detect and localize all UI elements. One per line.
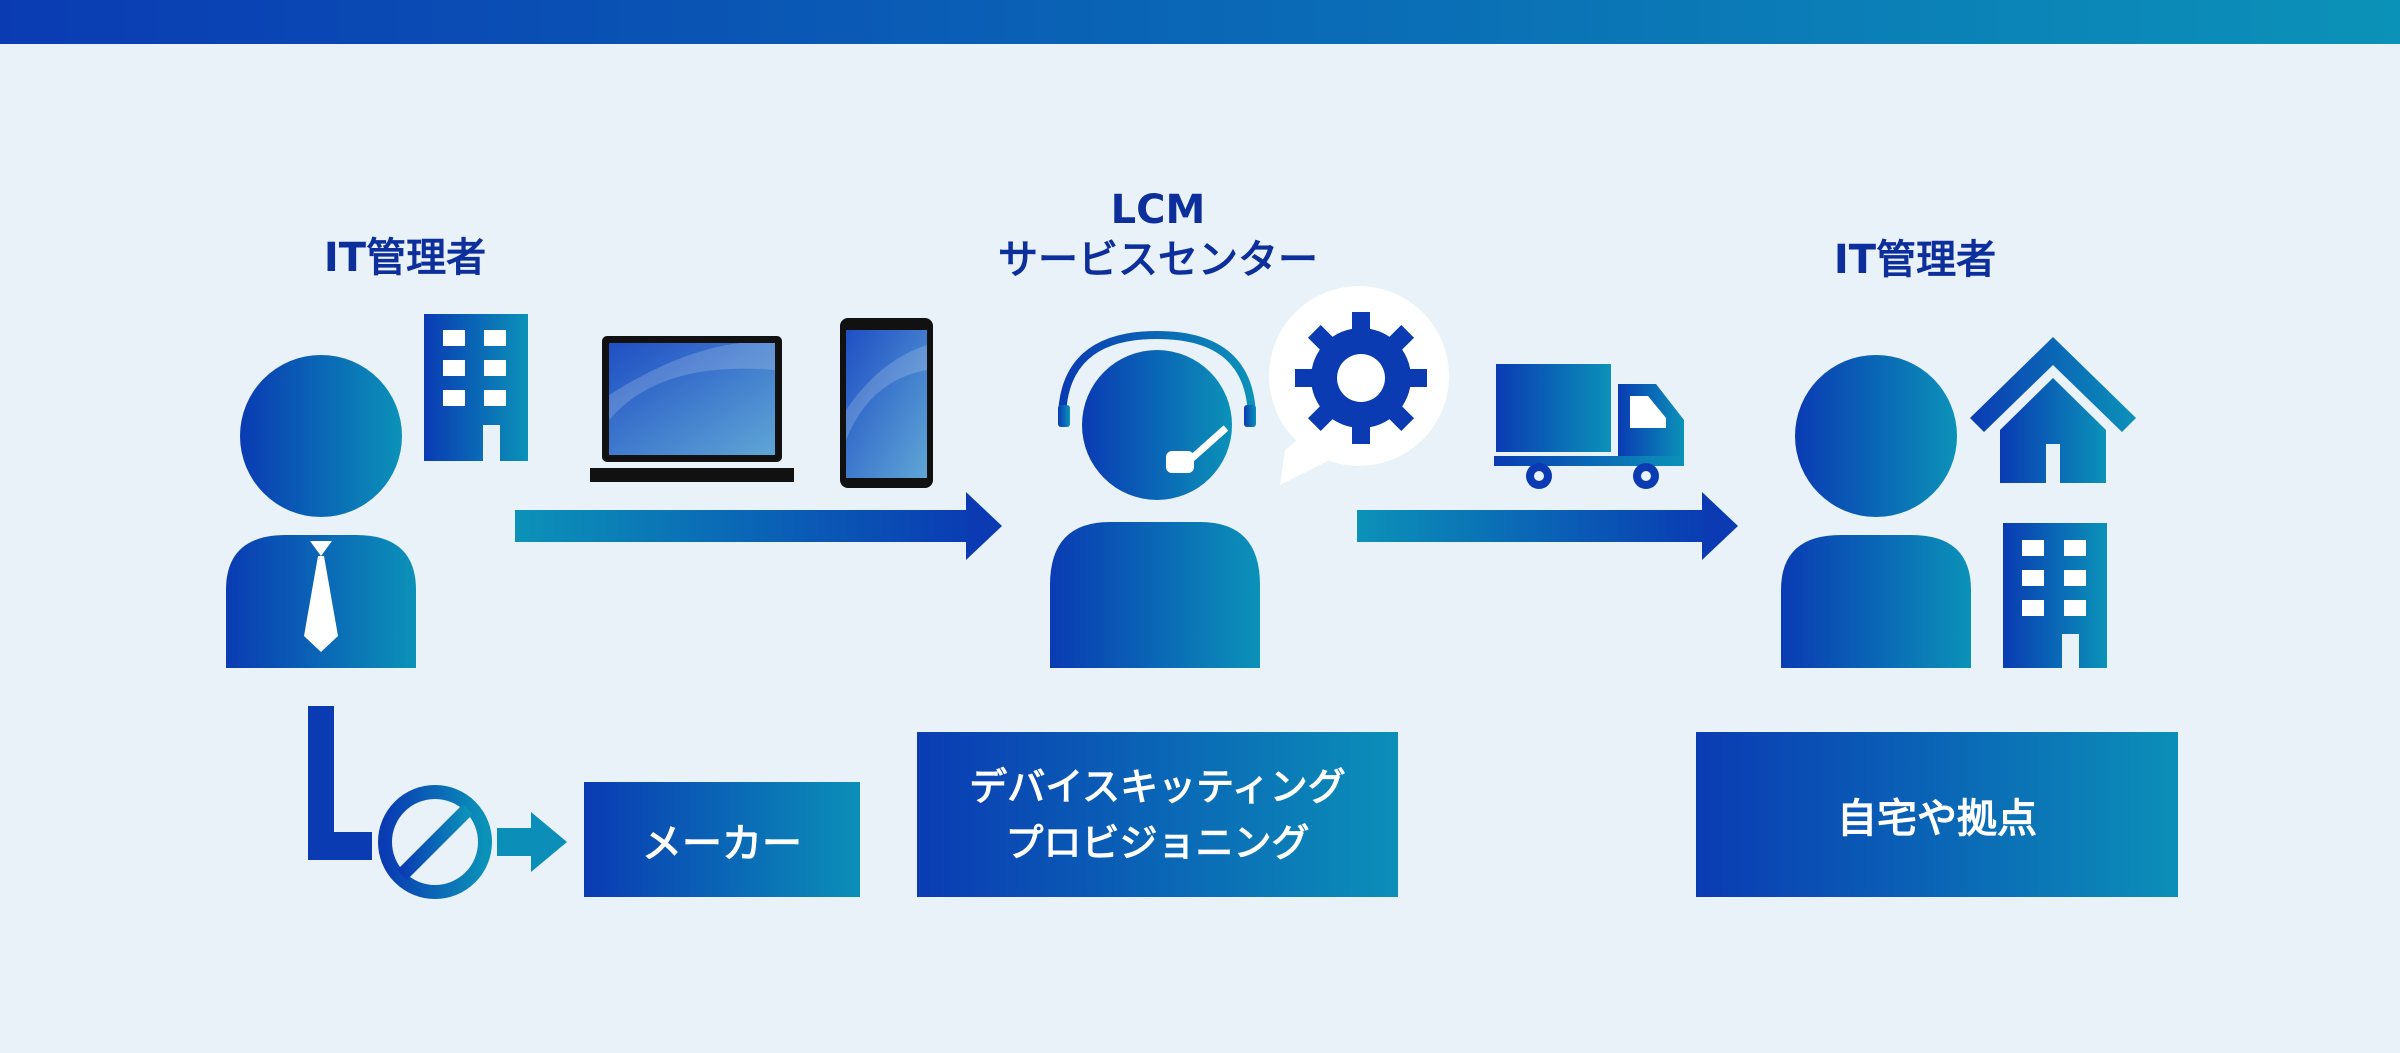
right-admin-label: IT管理者 [1833, 237, 1997, 283]
maker-box-text: メーカー [642, 820, 802, 867]
delivery-truck-icon [1494, 364, 1684, 489]
headset-operator-icon [1050, 330, 1260, 668]
prohibited-icon [378, 785, 492, 899]
home-base-box-text: 自宅や拠点 [1837, 795, 2037, 842]
flow-arrow-1 [515, 492, 1002, 560]
maker-box: メーカー [584, 782, 860, 897]
service-center-label-line1: LCM [1110, 187, 1206, 233]
service-center-label-line2: サービスセンター [998, 237, 1318, 283]
maker-arrow [497, 812, 567, 872]
maker-connector [308, 706, 372, 860]
left-admin-label: IT管理者 [323, 235, 487, 281]
tablet-icon [840, 318, 933, 488]
kitting-box-line1: デバイスキッティング [969, 764, 1346, 809]
top-banner-bar [0, 0, 2400, 44]
office-building-icon [2003, 523, 2107, 668]
person-icon [1781, 355, 1971, 668]
person-with-tie-icon [226, 355, 416, 668]
kitting-box: デバイスキッティング プロビジョニング [917, 732, 1398, 897]
gear-speech-bubble-icon [1269, 286, 1449, 485]
home-base-box: 自宅や拠点 [1696, 732, 2178, 897]
kitting-box-line2: プロビジョニング [1005, 820, 1310, 865]
house-icon [1970, 337, 2136, 483]
office-building-icon [424, 314, 528, 461]
laptop-icon [590, 336, 794, 482]
flow-arrow-2 [1357, 492, 1738, 560]
